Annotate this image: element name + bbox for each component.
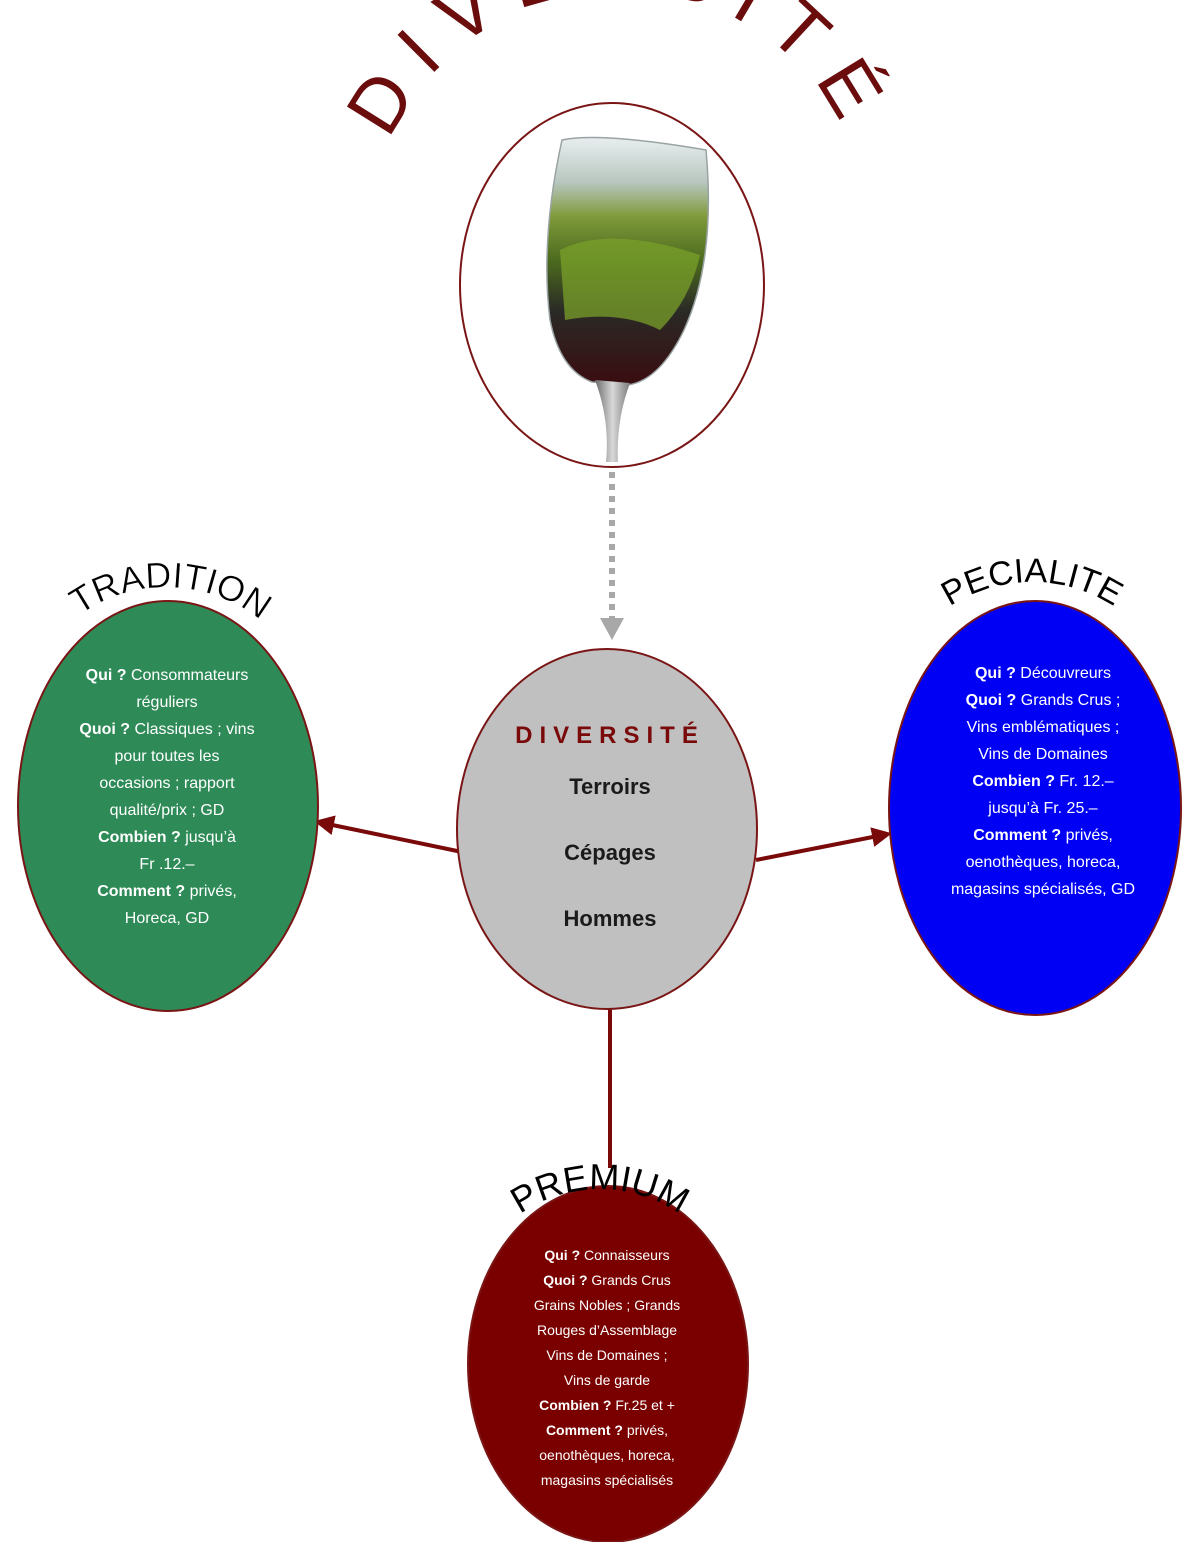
specialites-value: Fr. 12.–: [1054, 773, 1114, 790]
premium-line: Vins de garde: [478, 1368, 736, 1393]
premium-label: Quoi ?: [543, 1272, 588, 1288]
specialites-value: magasins spécialisés, GD: [950, 881, 1136, 898]
premium-line: magasins spécialisés: [478, 1468, 736, 1493]
specialites-label: Comment ?: [973, 827, 1062, 844]
premium-value: Vins de Domaines ;: [546, 1347, 668, 1363]
tradition-value: Classiques ; vins: [130, 721, 255, 738]
tradition-line: pour toutes les: [42, 743, 292, 770]
premium-line: Rouges d’Assemblage: [478, 1318, 736, 1343]
premium-line: Quoi ? Grands Crus: [478, 1268, 736, 1293]
tradition-line: Fr .12.–: [42, 851, 292, 878]
arrow-to-tradition: [314, 815, 463, 854]
tradition-line: Quoi ? Classiques ; vins: [42, 716, 292, 743]
tradition-line: Qui ? Consommateurs: [42, 662, 292, 689]
tradition-value: Horeca, GD: [124, 910, 210, 927]
tradition-line: Comment ? privés,: [42, 878, 292, 905]
specialites-value: Vins de Domaines: [978, 746, 1108, 763]
premium-line: Combien ? Fr.25 et +: [478, 1393, 736, 1418]
tradition-value: réguliers: [136, 694, 198, 711]
center-item-hommes: Hommes: [563, 906, 657, 931]
specialites-line: Qui ? Découvreurs: [918, 660, 1168, 687]
tradition-line: qualité/prix ; GD: [42, 797, 292, 824]
tradition-label: Quoi ?: [79, 721, 131, 738]
premium-line: oenothèques, horeca,: [478, 1443, 736, 1468]
premium-ellipse: [467, 1185, 749, 1542]
specialites-line: magasins spécialisés, GD: [918, 876, 1168, 903]
specialites-value: Découvreurs: [1015, 665, 1112, 682]
center-content: DIVERSITÉ Terroirs Cépages Hommes: [475, 722, 745, 970]
specialites-ellipse: [888, 600, 1182, 1016]
dotted-arrowhead: [600, 618, 624, 640]
specialites-line: Vins de Domaines: [918, 741, 1168, 768]
specialites-line: Quoi ? Grands Crus ;: [918, 687, 1168, 714]
specialites-line: Combien ? Fr. 12.–: [918, 768, 1168, 795]
premium-value: Vins de garde: [563, 1372, 651, 1388]
tradition-value: pour toutes les: [114, 748, 220, 765]
specialites-value: oenothèques, horeca,: [965, 854, 1121, 871]
specialites-value: Vins emblématiques ;: [966, 719, 1120, 736]
specialites-value: Grands Crus ;: [1016, 692, 1121, 709]
specialites-line: Comment ? privés,: [918, 822, 1168, 849]
premium-value: Fr.25 et +: [611, 1397, 675, 1413]
specialites-line: jusqu’à Fr. 25.–: [918, 795, 1168, 822]
premium-line: Qui ? Connaisseurs: [478, 1243, 736, 1268]
specialites-label: Quoi ?: [965, 692, 1017, 709]
premium-line: Comment ? privés,: [478, 1418, 736, 1443]
wine-glass-image: [546, 136, 710, 462]
tradition-line: Combien ? jusqu’à: [42, 824, 292, 851]
premium-line: Vins de Domaines ;: [478, 1343, 736, 1368]
specialites-label: Qui ?: [974, 665, 1016, 682]
tradition-value: Fr .12.–: [139, 856, 195, 873]
premium-value: oenothèques, horeca,: [539, 1447, 675, 1463]
specialites-line: oenothèques, horeca,: [918, 849, 1168, 876]
tradition-line: réguliers: [42, 689, 292, 716]
tradition-value: Consommateurs: [126, 667, 249, 684]
center-ellipse: [456, 648, 758, 1010]
premium-value: Grands Crus: [587, 1272, 671, 1288]
specialites-label: Combien ?: [972, 773, 1055, 790]
tradition-value: jusqu’à: [180, 829, 236, 846]
specialites-value: privés,: [1061, 827, 1113, 844]
premium-value: magasins spécialisés: [540, 1472, 674, 1488]
specialites-line: Vins emblématiques ;: [918, 714, 1168, 741]
specialites-value: jusqu’à Fr. 25.–: [988, 800, 1098, 817]
tradition-line: occasions ; rapport: [42, 770, 292, 797]
premium-value: Rouges d’Assemblage: [536, 1322, 678, 1338]
tradition-label: Qui ?: [85, 667, 127, 684]
tradition-value: occasions ; rapport: [99, 775, 235, 792]
premium-label: Comment ?: [545, 1422, 623, 1438]
tradition-ellipse: [17, 600, 319, 1012]
tradition-label: Combien ?: [98, 829, 181, 846]
arrow-to-specialites: [755, 827, 892, 862]
center-item-cepages: Cépages: [564, 840, 656, 865]
premium-label: Qui ?: [544, 1247, 581, 1263]
tradition-value: privés,: [185, 883, 237, 900]
premium-value: privés,: [622, 1422, 669, 1438]
premium-line: Grains Nobles ; Grands: [478, 1293, 736, 1318]
tradition-value: qualité/prix ; GD: [109, 802, 225, 819]
premium-value: Connaisseurs: [580, 1247, 670, 1263]
premium-label: Combien ?: [539, 1397, 612, 1413]
tradition-label: Comment ?: [97, 883, 186, 900]
tradition-line: Horeca, GD: [42, 905, 292, 932]
premium-value: Grains Nobles ; Grands: [533, 1297, 681, 1313]
center-title: DIVERSITÉ: [515, 722, 705, 749]
center-item-terroirs: Terroirs: [569, 774, 651, 799]
